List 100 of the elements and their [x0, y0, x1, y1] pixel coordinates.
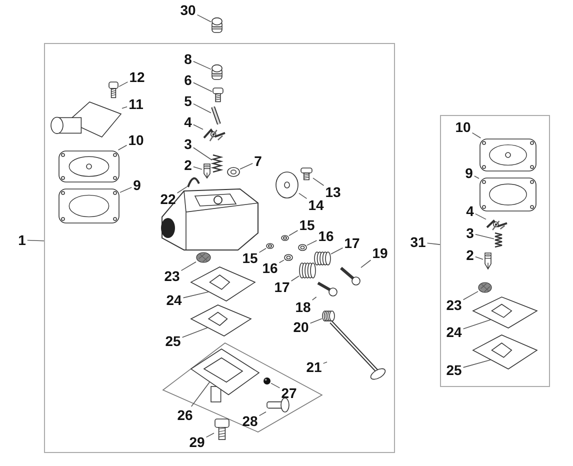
leader-line: [196, 14, 212, 22]
leader-line: [462, 360, 491, 368]
callout-number: 13: [325, 185, 341, 199]
leader-line: [310, 318, 322, 324]
screw-drawing: [212, 87, 224, 102]
needle-valve-drawing: [316, 281, 338, 297]
leader-line: [240, 163, 253, 170]
callout-number: 9: [465, 166, 473, 180]
leader-line: [193, 147, 212, 161]
callout-number: 4: [466, 204, 474, 218]
leader-line: [462, 291, 478, 300]
spring-drawing: [494, 232, 503, 248]
callout-number: 25: [446, 363, 462, 377]
callout-number: 10: [455, 120, 471, 134]
callout-number: 17: [344, 236, 360, 250]
callout-number: 17: [274, 280, 290, 294]
callout-number: 1: [18, 233, 26, 247]
screw-drawing: [300, 167, 313, 180]
callout-number: 16: [262, 261, 278, 275]
callout-number: 14: [308, 198, 324, 212]
leader-line: [118, 144, 128, 150]
callout-number: 9: [133, 178, 141, 192]
leader-line: [258, 411, 266, 416]
leader-line: [206, 432, 214, 438]
callout-number: 6: [184, 73, 192, 87]
gasket-drawing: [472, 296, 538, 329]
disc-drawing: [275, 171, 299, 199]
leader-line: [176, 186, 188, 194]
callout-number: 23: [164, 269, 180, 283]
callout-number: 15: [242, 251, 258, 265]
leader-line: [270, 382, 280, 388]
leader-line: [312, 178, 324, 186]
leader-line: [27, 240, 44, 242]
pump-cover-drawing: [50, 101, 122, 138]
leader-line: [278, 260, 284, 264]
lever-drawing: [203, 128, 226, 142]
leader-line: [475, 234, 494, 240]
diaphragm-drawing: [479, 138, 537, 172]
pin-drawing: [211, 105, 221, 126]
washer-drawing: [227, 167, 240, 177]
washer-drawing: [284, 254, 293, 261]
callout-number: 18: [295, 300, 311, 314]
screw-drawing: [214, 418, 230, 440]
callout-number: 27: [281, 386, 297, 400]
leader-line: [288, 230, 298, 236]
callout-number: 3: [466, 226, 474, 240]
callout-number: 15: [299, 218, 315, 232]
callout-number: 19: [372, 246, 388, 260]
gasket-drawing: [479, 177, 537, 212]
leader-line: [190, 382, 210, 407]
callout-number: 30: [180, 3, 196, 17]
callout-number: 29: [189, 435, 205, 449]
callout-number: 22: [160, 192, 176, 206]
callout-number: 28: [242, 414, 258, 428]
callout-number: 21: [306, 360, 322, 374]
leader-line: [322, 362, 328, 364]
leader-line: [182, 327, 208, 338]
callout-number: 7: [254, 154, 262, 168]
ball-drawing: [263, 377, 271, 385]
spring-drawing: [314, 251, 331, 266]
screen-drawing: [478, 282, 492, 293]
callout-number: 12: [129, 70, 145, 84]
gasket-drawing: [58, 188, 120, 224]
leader-line: [193, 103, 212, 114]
callout-number: 2: [184, 158, 192, 172]
callout-number: 8: [184, 52, 192, 66]
callout-number: 24: [446, 325, 462, 339]
pump-body-drawing: [190, 348, 260, 403]
jet-drawing: [266, 397, 290, 413]
clip-drawing: [187, 177, 200, 188]
group-frame: [440, 115, 550, 387]
washer-drawing: [266, 243, 274, 249]
gasket-drawing: [472, 334, 538, 370]
leader-line: [298, 192, 308, 199]
leader-line: [475, 213, 486, 220]
needle-valve-drawing: [339, 266, 361, 286]
callout-number: 31: [410, 235, 426, 249]
leader-line: [258, 248, 266, 253]
leader-line: [118, 82, 128, 87]
screw-drawing: [108, 81, 119, 98]
group-frame: [44, 43, 395, 453]
lever-drawing: [486, 219, 508, 231]
leader-line: [312, 296, 317, 300]
leader-line: [472, 132, 482, 138]
callout-number: 3: [184, 137, 192, 151]
leader-line: [193, 124, 204, 130]
callout-number: 4: [184, 115, 192, 129]
callout-number: 16: [318, 229, 334, 243]
callout-number: 11: [128, 97, 144, 111]
gasket-drawing: [190, 266, 256, 302]
leader-line: [193, 166, 202, 170]
washer-drawing: [298, 244, 307, 251]
leader-line: [474, 176, 480, 179]
leader-line: [360, 260, 372, 268]
leader-line: [122, 106, 128, 109]
leader-line: [193, 61, 212, 70]
leader-line: [426, 242, 440, 245]
callout-number: 10: [128, 133, 144, 147]
leader-line: [330, 247, 344, 254]
leader-line: [180, 262, 196, 271]
